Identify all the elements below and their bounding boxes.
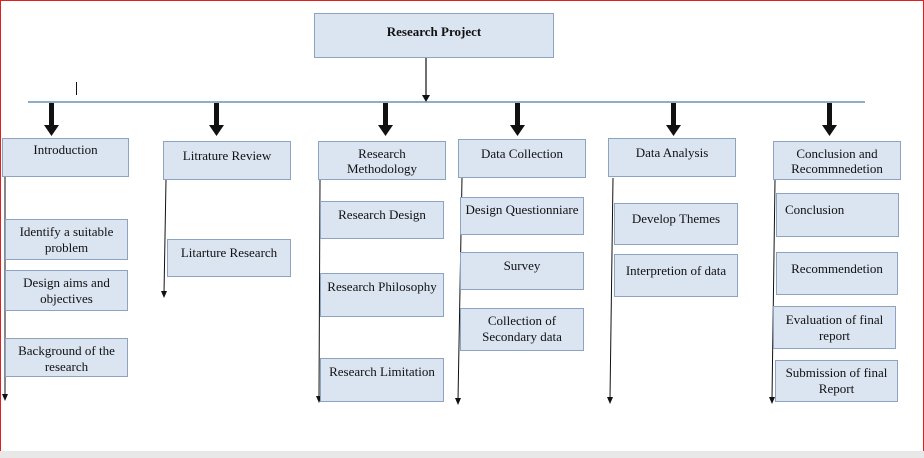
item-secondary-data[interactable]: Collection of Secondary data bbox=[460, 308, 584, 351]
item-research-philosophy[interactable]: Research Philosophy bbox=[320, 273, 444, 317]
item-conclusion[interactable]: Conclusion bbox=[776, 193, 899, 237]
header-data-collection[interactable]: Data Collection bbox=[458, 139, 586, 178]
item-research-design[interactable]: Research Design bbox=[320, 201, 444, 239]
root-arrowhead bbox=[422, 95, 430, 102]
item-develop-themes[interactable]: Develop Themes bbox=[614, 203, 738, 245]
item-interpretation[interactable]: Interpretion of data bbox=[614, 254, 738, 297]
header-conclusion[interactable]: Conclusion and Recommnedetion bbox=[773, 141, 901, 180]
header-literature-review[interactable]: Litrature Review bbox=[163, 141, 291, 180]
item-design-questionnaire[interactable]: Design Questionniare bbox=[460, 197, 584, 235]
canvas-bottom-bar bbox=[0, 451, 924, 458]
header-data-analysis[interactable]: Data Analysis bbox=[608, 138, 736, 177]
column-arrows bbox=[44, 103, 837, 136]
root-node[interactable]: Research Project bbox=[314, 13, 554, 58]
header-introduction[interactable]: Introduction bbox=[2, 138, 129, 177]
item-evaluation[interactable]: Evaluation of final report bbox=[773, 306, 896, 349]
item-background[interactable]: Background of the research bbox=[5, 338, 128, 377]
stray-tick-mark bbox=[76, 82, 77, 95]
item-research-limitation[interactable]: Research Limitation bbox=[320, 358, 444, 402]
item-identify-problem[interactable]: Identify a suitable problem bbox=[5, 219, 128, 260]
item-design-aims[interactable]: Design aims and objectives bbox=[5, 270, 128, 311]
header-research-methodology[interactable]: Research Methodology bbox=[318, 141, 446, 180]
item-recommendation[interactable]: Recommendetion bbox=[776, 252, 898, 295]
item-survey[interactable]: Survey bbox=[460, 252, 584, 290]
item-literature-research[interactable]: Litarture Research bbox=[167, 239, 291, 277]
item-submission[interactable]: Submission of final Report bbox=[775, 360, 898, 402]
